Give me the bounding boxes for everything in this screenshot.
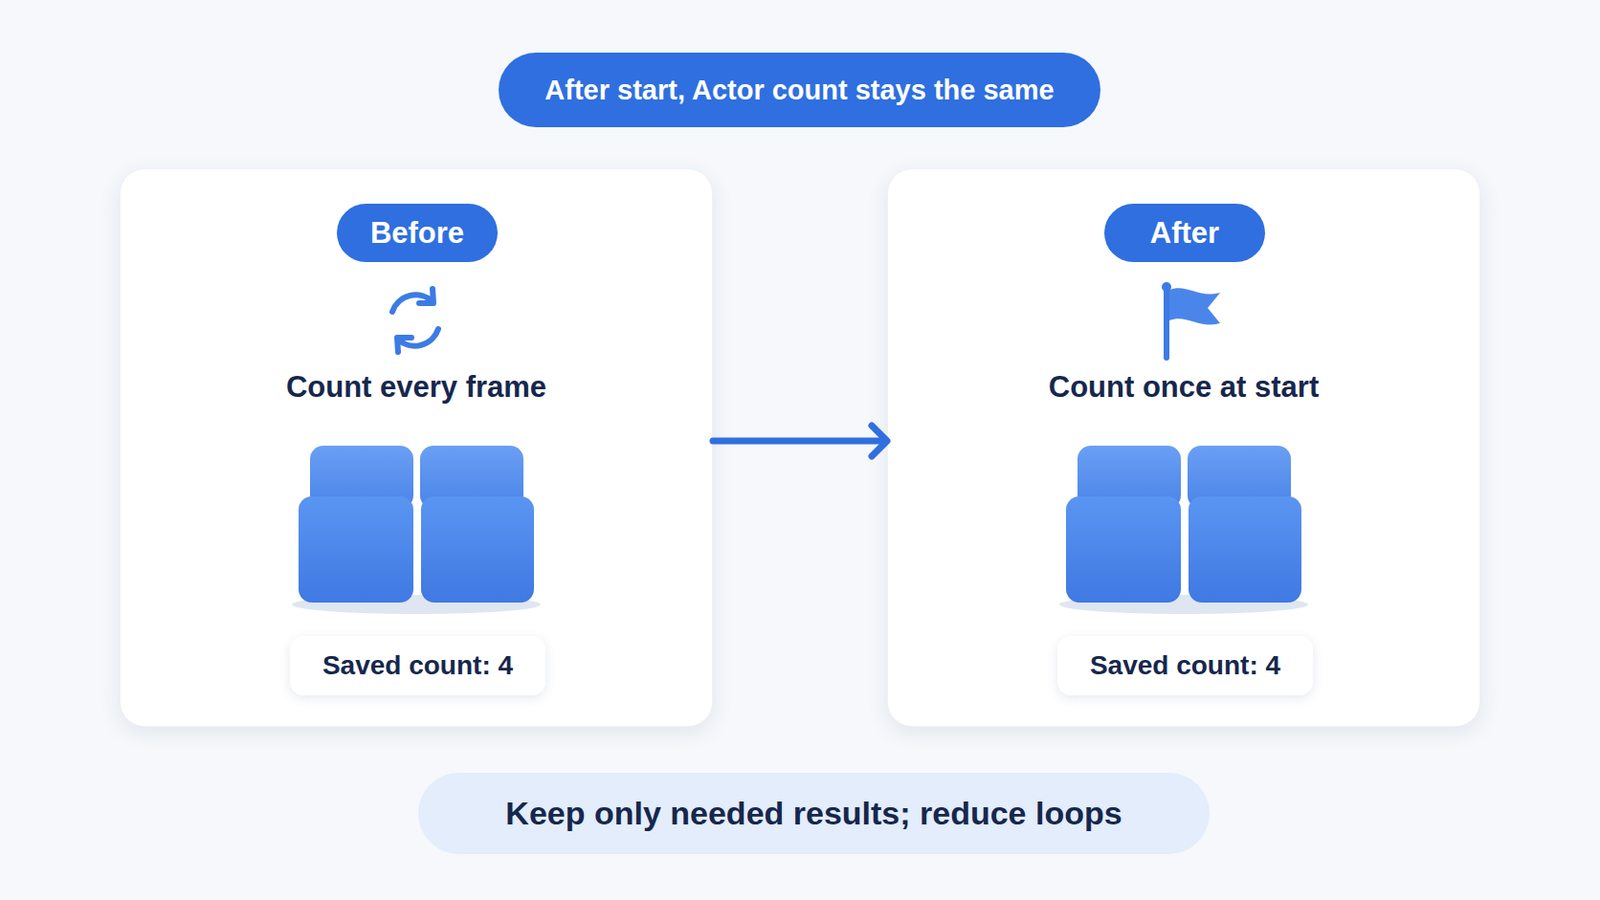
count-box: Saved count: 4: [1057, 636, 1313, 696]
count-box: Saved count: 4: [289, 636, 546, 696]
panel-card: Count every frame BeforeSaved count: 4: [119, 168, 713, 728]
title-pill: After start, Actor count stays the same: [498, 52, 1101, 128]
flow-arrow: [712, 425, 888, 457]
node-label: Saved count: 4: [1089, 650, 1281, 682]
stage-pill: After: [1104, 203, 1266, 263]
stage-pill: Before: [336, 203, 498, 263]
panel-heading: Count once at start: [888, 370, 1480, 405]
caption-pill: Keep only needed results; reduce loops: [418, 773, 1210, 855]
node-label: After: [1150, 216, 1220, 251]
node-label: Saved count: 4: [322, 650, 513, 682]
panel-card: Count once at start AfterSaved count: 4: [887, 168, 1481, 728]
panel-heading: Count every frame: [120, 370, 712, 405]
node-label: Before: [370, 216, 465, 251]
